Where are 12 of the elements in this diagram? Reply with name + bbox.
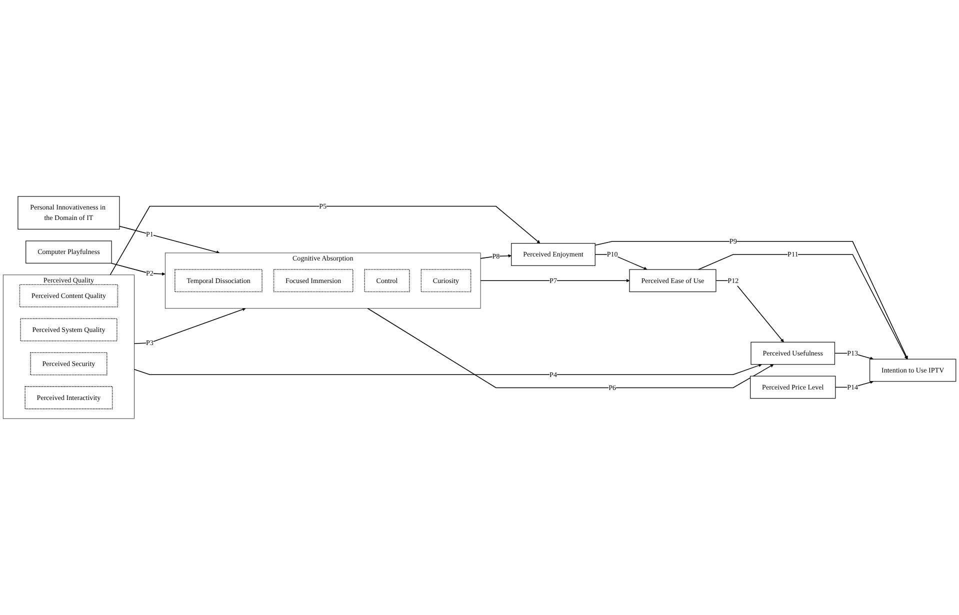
arrow [594,254,648,270]
arrow [834,352,874,360]
arrow [110,262,166,276]
arrow [480,278,630,282]
arrow [698,254,908,360]
arrow [594,241,908,360]
arrow [134,364,762,376]
arrow [716,280,784,342]
arrow [134,308,246,344]
arrow [367,308,774,388]
arrow [110,206,540,276]
arrow [119,226,220,254]
